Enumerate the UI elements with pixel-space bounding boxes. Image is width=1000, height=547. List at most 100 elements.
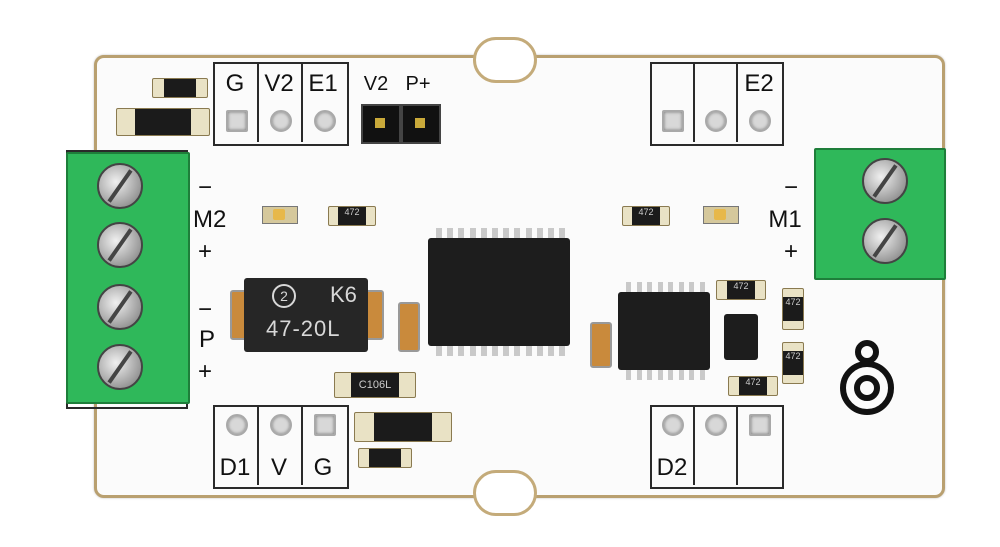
ic-pin <box>514 228 521 238</box>
pin-pad <box>270 110 292 132</box>
smd-resistor: 472 <box>328 206 376 226</box>
pin-label-e2: E2 <box>744 70 774 97</box>
brand-logo-icon <box>840 340 894 415</box>
ic-pin <box>668 370 673 380</box>
pin-pad <box>662 110 684 132</box>
divider <box>693 62 695 142</box>
ic-pin <box>436 228 442 238</box>
ic-pin <box>536 346 543 356</box>
jumper-pin <box>361 104 401 144</box>
pin-pad <box>314 414 336 436</box>
ic-pin <box>447 346 454 356</box>
pin-pad <box>226 414 248 436</box>
m1-minus: − <box>783 174 798 201</box>
divider <box>301 405 303 485</box>
ceramic-capacitor <box>398 302 420 352</box>
ic-pin <box>657 370 663 380</box>
jumper-pin <box>401 104 441 144</box>
ic-pin <box>559 228 566 238</box>
screw-icon <box>97 163 143 209</box>
ceramic-capacitor <box>590 322 612 368</box>
board-notch-top <box>473 37 537 83</box>
ic-pin <box>480 346 487 356</box>
tantalum-capacitor: K6 2 47-20L <box>244 278 368 352</box>
top-right-header-outline <box>650 62 784 146</box>
ic-pin <box>480 228 487 238</box>
divider <box>736 62 738 142</box>
pin-pad <box>705 414 727 436</box>
pin-pad <box>705 110 727 132</box>
divider <box>301 62 303 142</box>
ic-pin <box>469 228 476 238</box>
ic-pin <box>559 346 566 356</box>
ic-pin <box>699 370 705 380</box>
pin-pad <box>226 110 248 132</box>
divider <box>693 405 695 485</box>
divider <box>257 405 259 485</box>
smd-diode <box>152 78 208 98</box>
ic-pin <box>436 346 442 356</box>
ic-pin <box>689 370 694 380</box>
status-led <box>703 206 739 224</box>
smd-diode: C106L <box>334 372 416 398</box>
cap-polarity-mark: 2 <box>272 284 296 308</box>
smd-diode <box>358 448 412 468</box>
screw-icon <box>97 344 143 390</box>
ic-pin <box>492 228 498 238</box>
ic-pin <box>514 346 521 356</box>
pin-label-d2: D2 <box>656 454 688 481</box>
divider <box>736 405 738 485</box>
cap-marking-top: K6 <box>330 282 357 307</box>
m2-minus: − <box>197 174 212 201</box>
smd-resistor: 472 <box>622 206 670 226</box>
ic-pin <box>503 346 510 356</box>
ic-pin <box>626 282 631 292</box>
label-m2: M2 <box>193 206 227 233</box>
smd-resistor: 472 <box>716 280 766 300</box>
label-p: P <box>198 326 215 353</box>
pin-label-v: V <box>270 454 287 481</box>
board-notch-bottom <box>473 470 537 516</box>
ic-pin <box>657 282 663 292</box>
ic-pin <box>548 228 554 238</box>
m1-plus: + <box>783 238 798 265</box>
ic-pin <box>447 228 454 238</box>
pin-label-g-top: G <box>225 70 245 97</box>
screw-icon <box>862 218 908 264</box>
jumper-label-p-plus: P+ <box>405 73 431 95</box>
ic-pin <box>699 282 705 292</box>
ic-pin <box>636 370 642 380</box>
pin-label-v2-top: V2 <box>264 70 294 97</box>
ic-pin <box>503 228 510 238</box>
pin-pad <box>270 414 292 436</box>
pin-label-g-bottom: G <box>313 454 333 481</box>
pin-label-e1: E1 <box>308 70 338 97</box>
screw-icon <box>862 158 908 204</box>
ic-pin <box>678 370 684 380</box>
bottom-left-header-outline <box>213 405 349 489</box>
p-minus: − <box>197 296 212 323</box>
ic-pin <box>525 228 532 238</box>
controller-ic <box>618 292 710 370</box>
ic-pin <box>647 282 652 292</box>
pin-label-d1: D1 <box>219 454 251 481</box>
m2-plus: + <box>197 238 212 265</box>
cap-marking-main: 47-20L <box>266 316 341 341</box>
screw-icon <box>97 284 143 330</box>
smd-resistor: 472 <box>782 342 804 384</box>
ic-pin <box>469 346 476 356</box>
ic-pin <box>548 346 554 356</box>
small-transistor <box>724 314 758 360</box>
p-plus: + <box>197 358 212 385</box>
divider <box>257 62 259 142</box>
ic-pin <box>678 282 684 292</box>
ic-pin <box>668 282 673 292</box>
smd-diode <box>116 108 210 136</box>
ic-pin <box>689 282 694 292</box>
label-m1: M1 <box>768 206 802 233</box>
pin-pad <box>749 110 771 132</box>
screw-icon <box>97 222 143 268</box>
ic-pin <box>647 370 652 380</box>
smd-resistor: 472 <box>782 288 804 330</box>
driver-ic <box>428 238 570 346</box>
